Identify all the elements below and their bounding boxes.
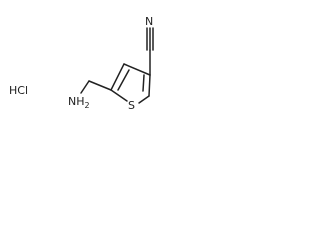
bond-c5-c2 — [123, 63, 151, 76]
nitrile-group — [146, 27, 154, 76]
sulfur-label: S — [128, 99, 135, 112]
molecule-structure: N S NH2 — [68, 15, 154, 112]
nitrile-nitrogen-label: N — [145, 15, 153, 28]
bond-c2-c3-double — [117, 69, 130, 91]
amine-subscript-label: 2 — [85, 101, 90, 110]
aminomethyl-group — [80, 80, 112, 94]
bond-c3-c4 — [110, 89, 128, 102]
bond-c4-c5-double — [142, 74, 145, 92]
bond-c5-s — [138, 95, 150, 104]
bond-c2-c3 — [110, 63, 125, 91]
amine-nh-label: NH — [68, 95, 85, 108]
bond-ring-ch2 — [88, 80, 112, 91]
bond-ch2-n — [80, 80, 90, 94]
hydrochloride-salt-label: HCl — [9, 84, 29, 97]
bond-c4-c5 — [148, 74, 151, 97]
amine-label: NH2 — [68, 95, 90, 110]
thiophene-ring — [110, 63, 151, 104]
